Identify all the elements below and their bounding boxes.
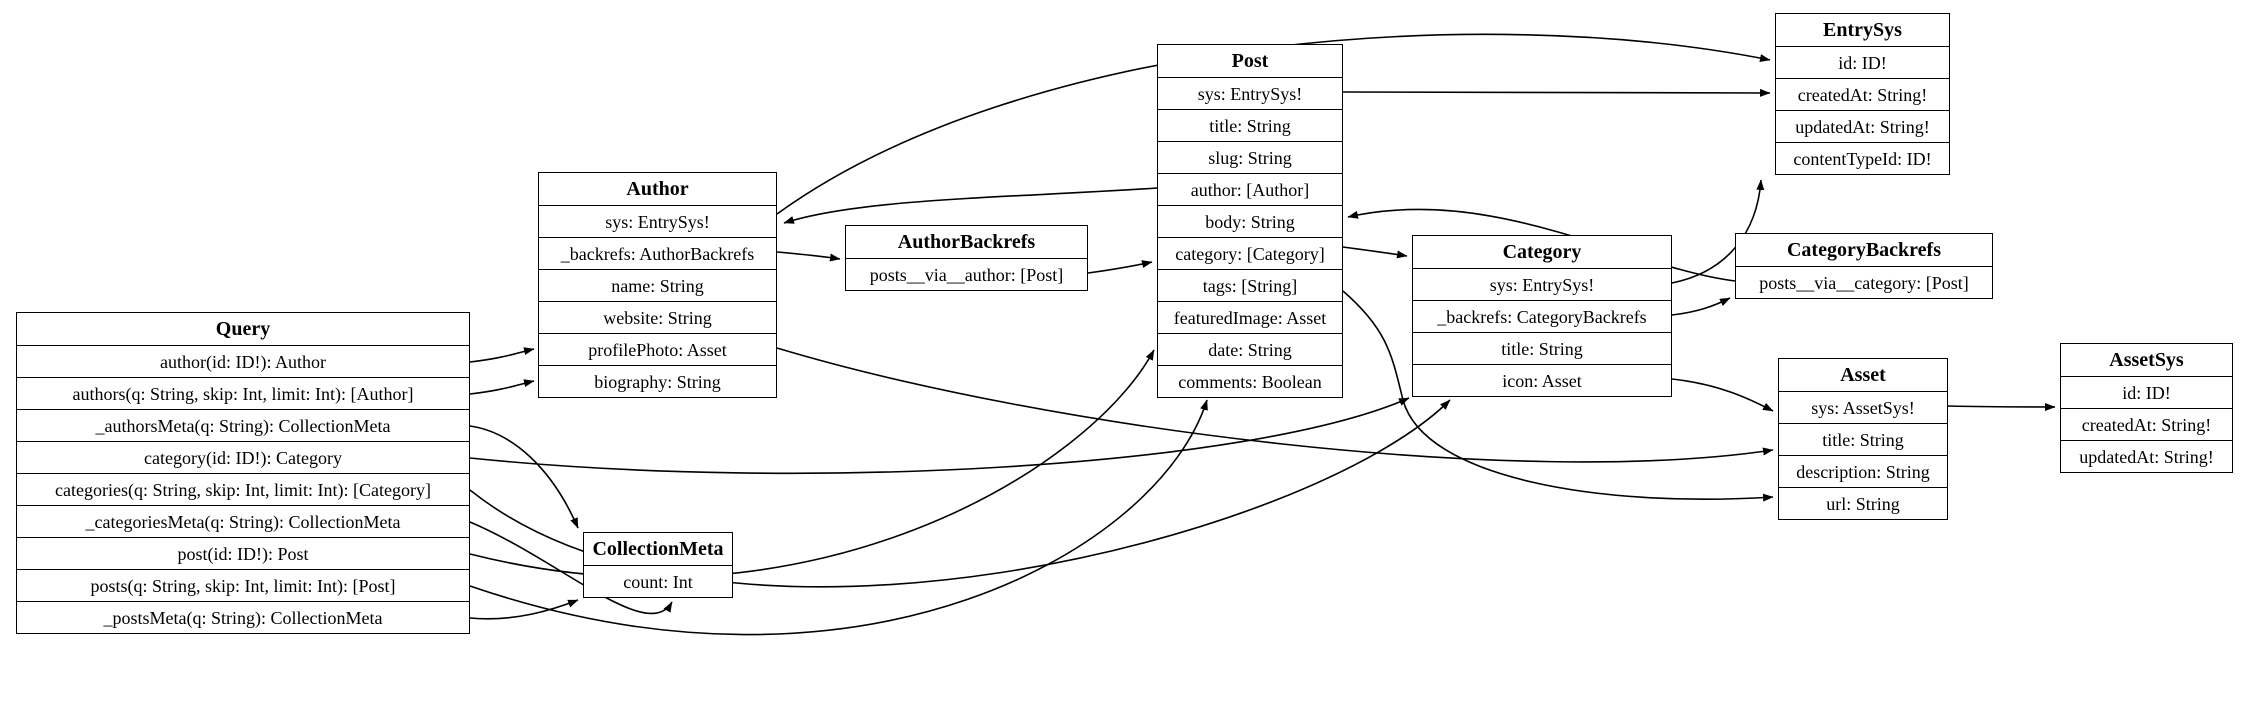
node-title-CollectionMeta: CollectionMeta (592, 538, 724, 560)
node-title-AssetSys: AssetSys (2109, 349, 2184, 371)
node-title-AuthorBackrefs: AuthorBackrefs (897, 231, 1036, 253)
field-Post-comments: comments: Boolean (1158, 365, 1342, 397)
node-EntrySys: EntrySys id: ID!createdAt: String!updated… (1775, 13, 1950, 175)
field-Author-biography: biography: String (539, 365, 776, 397)
edge-Post.sys-to-EntrySys (1342, 88, 1771, 97)
field-AssetSys-updatedAt: updatedAt: String! (2061, 440, 2232, 472)
edge-Author._backrefs-to-AuthorBackrefs (776, 251, 841, 262)
node-title-Post: Post (1231, 50, 1269, 72)
edge-Query.category-to-Category (469, 397, 1410, 475)
edge-Post.category-to-Category (1342, 246, 1408, 259)
edge-Query._postsMeta-to-CollectionMeta (469, 599, 579, 620)
field-Query-post: post(id: ID!): Post (17, 537, 469, 569)
edge-Query.posts-to-Post (469, 399, 1208, 636)
node-title-Author: Author (626, 178, 689, 200)
field-Post-category: category: [Category] (1158, 237, 1342, 269)
edge-Query.authors-to-Author (469, 379, 535, 395)
edge-AuthorBackrefs.posts__via__author-to-Post (1087, 260, 1153, 274)
node-AssetSys: AssetSys id: ID!createdAt: String!updated… (2060, 343, 2233, 473)
node-AuthorBackrefs: AuthorBackrefs posts__via__author: [Post] (845, 225, 1088, 291)
field-Post-slug: slug: String (1158, 141, 1342, 173)
node-title-EntrySys: EntrySys (1823, 19, 1902, 41)
node-title-CategoryBackrefs: CategoryBackrefs (1786, 239, 1942, 261)
field-Asset-url: url: String (1779, 487, 1947, 519)
field-EntrySys-id: id: ID! (1776, 46, 1949, 78)
field-Category-_backrefs: _backrefs: CategoryBackrefs (1413, 300, 1671, 332)
field-Query-categories: categories(q: String, skip: Int, limit: … (17, 473, 469, 505)
field-Query-author: author(id: ID!): Author (17, 345, 469, 377)
field-CollectionMeta-count: count: Int (584, 565, 732, 597)
field-Query-_authorsMeta: _authorsMeta(q: String): CollectionMeta (17, 409, 469, 441)
field-Asset-sys: sys: AssetSys! (1779, 391, 1947, 423)
field-Query-_categoriesMeta: _categoriesMeta(q: String): CollectionMe… (17, 505, 469, 537)
field-Author-_backrefs: _backrefs: AuthorBackrefs (539, 237, 776, 269)
field-AuthorBackrefs-posts__via__author: posts__via__author: [Post] (846, 258, 1087, 290)
field-Category-icon: icon: Asset (1413, 364, 1671, 396)
field-Post-body: body: String (1158, 205, 1342, 237)
field-Author-name: name: String (539, 269, 776, 301)
field-Author-sys: sys: EntrySys! (539, 205, 776, 237)
node-Author: Author sys: EntrySys!_backrefs: AuthorBac… (538, 172, 777, 398)
edge-Category.icon-to-Asset (1671, 378, 1774, 412)
field-Post-title: title: String (1158, 109, 1342, 141)
field-Asset-description: description: String (1779, 455, 1947, 487)
field-Query-posts: posts(q: String, skip: Int, limit: Int):… (17, 569, 469, 601)
node-Category: Category sys: EntrySys!_backrefs: Categor… (1412, 235, 1672, 397)
field-Asset-title: title: String (1779, 423, 1947, 455)
field-Author-website: website: String (539, 301, 776, 333)
field-Post-tags: tags: [String] (1158, 269, 1342, 301)
field-AssetSys-id: id: ID! (2061, 376, 2232, 408)
edge-Category._backrefs-to-CategoryBackrefs (1671, 297, 1731, 316)
field-Post-featuredImage: featuredImage: Asset (1158, 301, 1342, 333)
field-Category-sys: sys: EntrySys! (1413, 268, 1671, 300)
field-AssetSys-createdAt: createdAt: String! (2061, 408, 2232, 440)
field-EntrySys-createdAt: createdAt: String! (1776, 78, 1949, 110)
node-title-Asset: Asset (1840, 364, 1886, 386)
field-Query-_postsMeta: _postsMeta(q: String): CollectionMeta (17, 601, 469, 633)
field-Post-date: date: String (1158, 333, 1342, 365)
field-Category-title: title: String (1413, 332, 1671, 364)
edge-Post.author-to-Author (783, 187, 1158, 224)
edge-Query._authorsMeta-to-CollectionMeta (469, 425, 579, 529)
edge-CategoryBackrefs.posts__via__category-to-Post (1347, 208, 1736, 282)
field-EntrySys-updatedAt: updatedAt: String! (1776, 110, 1949, 142)
field-Query-authors: authors(q: String, skip: Int, limit: Int… (17, 377, 469, 409)
field-Query-category: category(id: ID!): Category (17, 441, 469, 473)
edge-Author.profilePhoto-to-Asset (776, 347, 1774, 463)
edge-Query.author-to-Author (469, 347, 535, 363)
field-EntrySys-contentTypeId: contentTypeId: ID! (1776, 142, 1949, 174)
field-Post-sys: sys: EntrySys! (1158, 77, 1342, 109)
edge-Asset.sys-to-AssetSys (1947, 402, 2056, 411)
field-CategoryBackrefs-posts__via__category: posts__via__category: [Post] (1736, 266, 1992, 298)
node-CollectionMeta: CollectionMeta count: Int (583, 532, 733, 598)
edge-Post.featuredImage-to-Asset (1342, 290, 1774, 502)
field-Author-profilePhoto: profilePhoto: Asset (539, 333, 776, 365)
node-title-Category: Category (1502, 241, 1582, 263)
node-title-Query: Query (215, 318, 271, 340)
field-Post-author: author: [Author] (1158, 173, 1342, 205)
node-CategoryBackrefs: CategoryBackrefs posts__via__category: [P… (1735, 233, 1993, 299)
